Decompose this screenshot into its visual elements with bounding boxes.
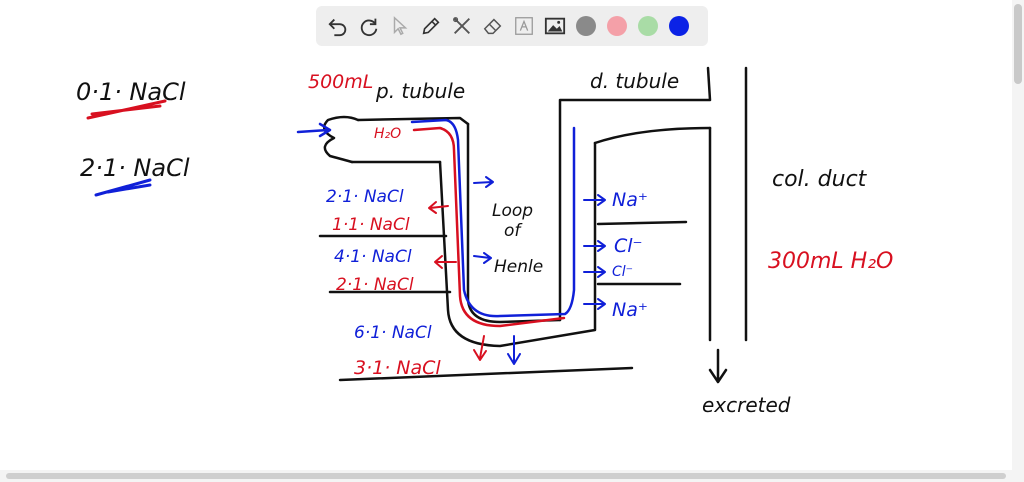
arrow-cl-out-1 (583, 240, 606, 252)
pointer-icon (393, 16, 407, 36)
text-icon (514, 17, 533, 35)
label-cl-1: Cl⁻ (614, 235, 643, 257)
label-henle: Henle (494, 257, 543, 277)
swatch-dot (637, 16, 658, 36)
label-h2o: H₂O (374, 126, 401, 142)
arrow-water-out-2 (473, 252, 492, 264)
pen-button[interactable] (415, 10, 446, 42)
red-underline (86, 99, 167, 120)
arrow-na-out-2 (583, 298, 606, 310)
color-swatch-pink[interactable] (601, 10, 632, 42)
label-na-1: Na⁺ (612, 189, 648, 211)
arrow-down-blue (507, 335, 521, 365)
nephron-diagram: 0·1· NaCl 2·1· NaCl 500mL p. tubule d. t… (76, 66, 893, 417)
label-blue-4-nacl: 4·1· NaCl (334, 247, 412, 267)
label-red-3-nacl: 3·1· NaCl (354, 357, 441, 379)
image-button[interactable] (539, 10, 570, 42)
label-0-1-nacl: 0·1· NaCl (76, 78, 186, 106)
ascending-inner-wall (558, 66, 712, 322)
color-swatch-blue[interactable] (663, 10, 694, 42)
ascending-outer-wall (593, 126, 712, 145)
p-tubule-top-wall (356, 116, 470, 126)
text-button[interactable] (508, 10, 539, 42)
label-cl-2: Cl⁻ (612, 264, 633, 280)
excretion-arrow (708, 348, 728, 384)
horizontal-scrollbar[interactable] (0, 470, 1024, 482)
arrow-cl-out-2 (583, 266, 606, 278)
label-d-tubule: d. tubule (590, 69, 679, 93)
redo-icon (360, 18, 377, 37)
arrow-red-1 (428, 201, 449, 214)
image-icon (544, 17, 565, 35)
arrow-water-out-1 (473, 176, 494, 188)
arrow-na-out-1 (583, 194, 606, 206)
redo-button[interactable] (353, 10, 384, 42)
eraser-icon (483, 18, 501, 35)
tools-icon (452, 17, 470, 34)
color-swatch-green[interactable] (632, 10, 663, 42)
label-500ml: 500mL (308, 71, 373, 93)
blue-underline (94, 178, 152, 197)
arrow-red-2 (434, 255, 457, 269)
tools-button[interactable] (446, 10, 477, 42)
layer-line-left-3 (338, 366, 634, 382)
label-col-duct: col. duct (772, 167, 868, 192)
undo-button[interactable] (322, 10, 353, 42)
label-2-1-nacl: 2·1· NaCl (80, 154, 190, 182)
label-loop: Loop (492, 201, 533, 221)
horizontal-scroll-thumb[interactable] (6, 473, 1006, 479)
arrow-down-red (473, 335, 487, 361)
drawing-toolbar (316, 6, 708, 46)
vertical-scrollbar[interactable] (1012, 0, 1024, 470)
eraser-button[interactable] (477, 10, 508, 42)
swatch-dot (668, 16, 689, 36)
undo-icon (327, 18, 346, 37)
label-red-2-nacl: 2·1· NaCl (336, 275, 414, 295)
pen-icon (422, 17, 440, 35)
swatch-dot (575, 16, 596, 36)
glomerulus-shape (322, 115, 360, 164)
swatch-dot (606, 16, 627, 36)
label-red-1-nacl: 1·1· NaCl (332, 215, 410, 235)
label-300ml-h2o: 300mL H₂O (768, 249, 893, 274)
filtrate-path-blue (410, 118, 576, 318)
label-p-tubule: p. tubule (375, 79, 465, 103)
filtrate-path-red (412, 126, 566, 328)
color-swatch-gray[interactable] (570, 10, 601, 42)
label-blue-6-nacl: 6·1· NaCl (354, 323, 432, 343)
descending-inner-wall (438, 141, 597, 348)
whiteboard-canvas[interactable]: 0·1· NaCl 2·1· NaCl 500mL p. tubule d. t… (0, 0, 1012, 470)
inflow-arrow (296, 122, 332, 138)
layer-line-right-1 (596, 220, 688, 226)
pointer-button[interactable] (384, 10, 415, 42)
vertical-scroll-thumb[interactable] (1014, 4, 1022, 84)
label-na-2: Na⁺ (612, 299, 648, 321)
label-of: of (504, 221, 523, 241)
label-excreted: excreted (702, 393, 791, 417)
label-blue-2-nacl: 2·1· NaCl (326, 187, 404, 207)
